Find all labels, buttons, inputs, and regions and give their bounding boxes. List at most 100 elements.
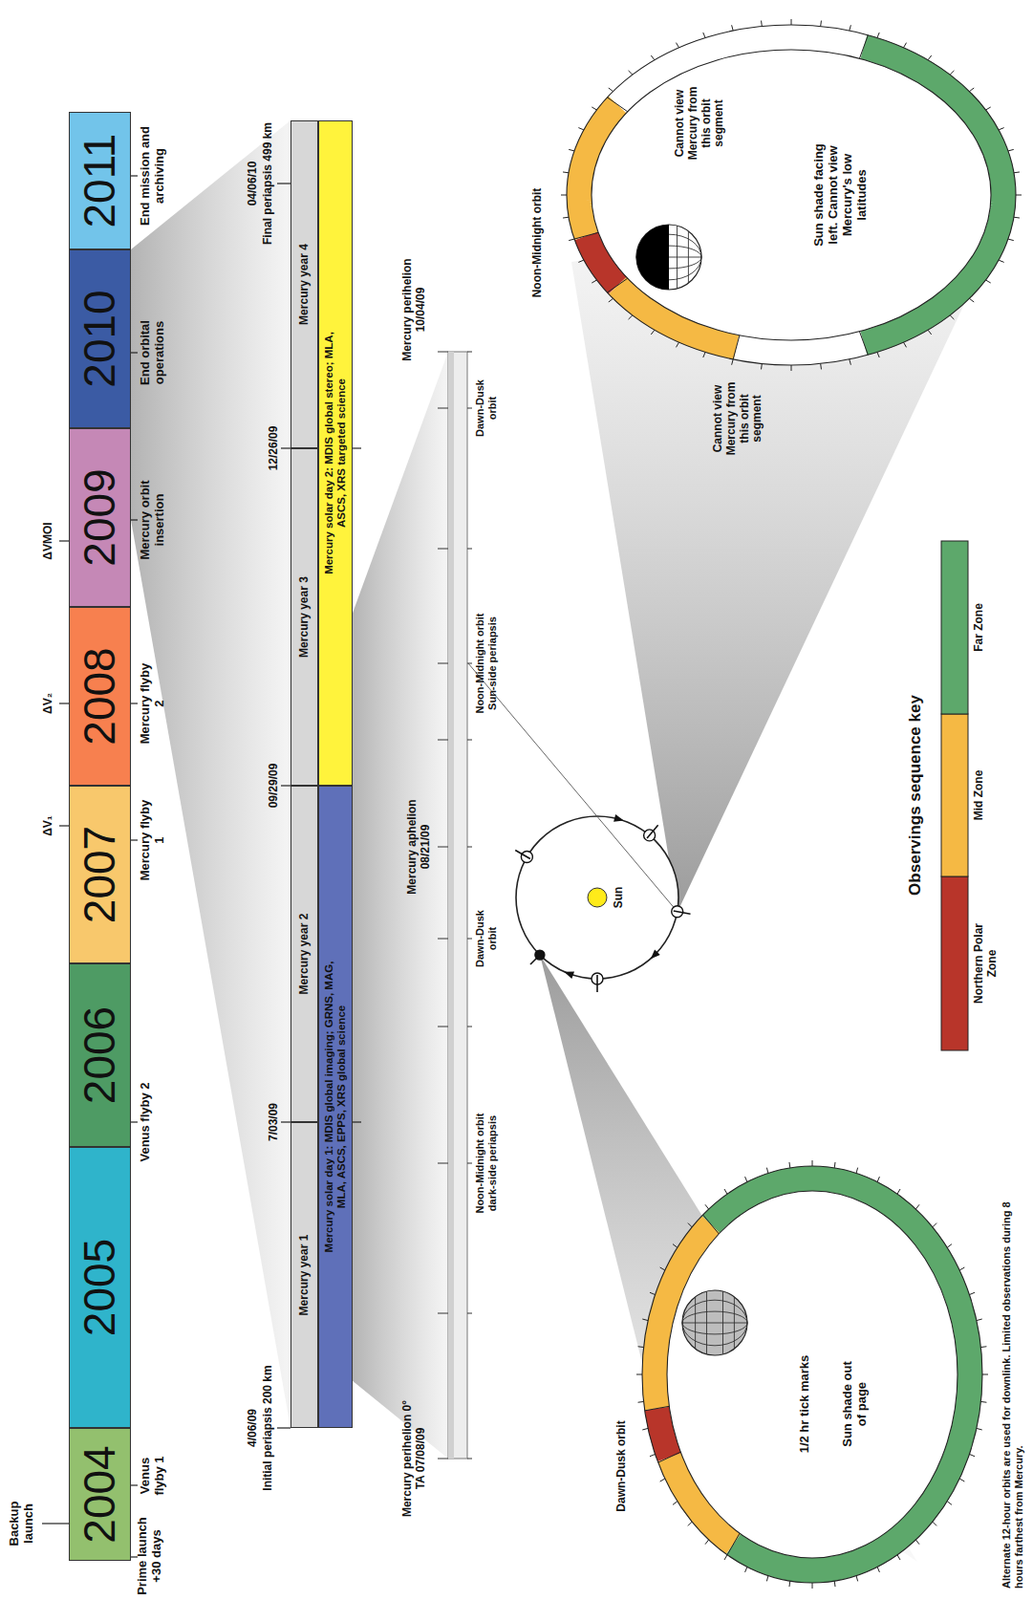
- dawn-dusk-orbit-ring: [856, 1167, 859, 1174]
- dawn-dusk-orbit-ring: [657, 1408, 670, 1458]
- annotation: Mercury flyby 1: [138, 796, 168, 883]
- noon-midnight-orbit-ring: [676, 342, 680, 347]
- orbit-timeline-bar: [437, 351, 473, 1459]
- dawn-dusk-orbit-ring: [638, 1345, 645, 1348]
- noon-midnight-orbit-ring: [819, 21, 822, 27]
- dawn-dusk-orbit-ring: [968, 1291, 975, 1294]
- year-box-text: 2005: [74, 1234, 126, 1340]
- year-box-text: 2004: [74, 1441, 126, 1547]
- annotation: Alternate 12-hour orbits are used for do…: [1000, 1186, 1025, 1589]
- dawn-dusk-orbit-ring: [642, 1165, 983, 1583]
- dawn-dusk-orbit-ring: [636, 1374, 643, 1376]
- noon-midnight-orbit-ring: [849, 359, 852, 366]
- dawn-dusk-orbit-ring: [649, 1453, 656, 1456]
- noon-midnight-orbit-ring: [903, 43, 907, 48]
- annotation: 7/03/09: [267, 1083, 281, 1161]
- orbit-timeline-bar: [437, 1312, 449, 1314]
- orbit-timeline-bar: [437, 408, 449, 409]
- noon-midnight-orbit-ring: [791, 365, 793, 371]
- mercury-globe-half-lit: [636, 224, 702, 290]
- event-tick: [130, 839, 138, 840]
- orbit-timeline-bar: [467, 1162, 473, 1164]
- annotation: Noon-Midnight orbit Sun-side periapsis: [473, 601, 498, 726]
- orbit-timeline-bar: [467, 938, 473, 940]
- noon-midnight-orbit-ring: [562, 171, 569, 173]
- noon-midnight-orbit-ring: [608, 87, 614, 92]
- noon-midnight-orbit-ring: [760, 363, 763, 369]
- noon-midnight-orbit-ring: [628, 70, 633, 75]
- dawn-dusk-orbit-ring: [688, 1223, 692, 1227]
- noon-midnight-orbit-ring: [949, 70, 954, 75]
- event-tick: [59, 824, 69, 826]
- mercury-globe: [682, 1290, 748, 1356]
- annotation: Mercury flyby 2: [138, 660, 168, 747]
- mercury-globe: [682, 1299, 748, 1346]
- dawn-dusk-orbit-ring: [672, 1501, 678, 1506]
- dawn-dusk-orbit-ring: [946, 1501, 952, 1506]
- mercury-orbit: [650, 948, 661, 959]
- noon-midnight-orbit-ring: [650, 329, 655, 335]
- noon-midnight-orbit-ring: [579, 104, 618, 236]
- event-tick: [352, 1120, 362, 1122]
- orbit-timeline-bar: [437, 938, 449, 940]
- noon-midnight-orbit-ring: [1008, 238, 1014, 241]
- annotation: Cannot view Mercury from this orbit segm…: [673, 83, 727, 164]
- noon-midnight-orbit-ring: [591, 107, 597, 110]
- orbit-timeline-bar: [437, 739, 449, 741]
- noon-midnight-orbit-ring: [1008, 149, 1014, 151]
- event-tick: [59, 539, 69, 541]
- noon-midnight-orbit-ring: [560, 19, 1022, 371]
- noon-midnight-orbit-ring: [703, 351, 706, 358]
- noon-midnight-orbit-ring: [968, 87, 974, 92]
- event-tick: [280, 784, 291, 786]
- noon-midnight-orbit-ring: [562, 216, 569, 219]
- mercury-year-cell-text: Mercury year 2: [298, 909, 312, 999]
- mercury-orbit: [468, 663, 678, 912]
- orbit-timeline-bar: [467, 846, 473, 848]
- noon-midnight-orbit-ring: [986, 107, 991, 110]
- annotation: Mercury orbit insertion: [138, 467, 168, 573]
- mercury-year-cell: Mercury year 1: [290, 1121, 319, 1428]
- orbit-timeline-bar: [437, 846, 449, 848]
- event-tick: [130, 351, 138, 353]
- mercury-orbit: [613, 814, 625, 822]
- dawn-dusk-orbit-ring: [932, 1521, 937, 1526]
- event-tick: [130, 174, 138, 176]
- dawn-dusk-orbit-ring: [812, 1582, 814, 1589]
- dawn-dusk-orbit-ring: [638, 1400, 645, 1403]
- dawn-dusk-orbit-ring: [658, 1451, 682, 1463]
- event-tick: [130, 1484, 138, 1485]
- orbit-timeline-bar: [437, 351, 449, 353]
- year-box: 2009: [68, 428, 131, 607]
- noon-midnight-orbit-ring: [568, 149, 575, 151]
- annotation: 4/06/09: [246, 1379, 260, 1476]
- event-tick: [130, 518, 138, 520]
- event-tick: [280, 1120, 291, 1122]
- dawn-dusk-orbit-ring: [812, 1160, 814, 1166]
- annotation: 04/06/10: [246, 135, 260, 232]
- mercury-year-cell: Mercury year 4: [290, 120, 319, 449]
- noon-midnight-orbit-ring: [877, 351, 880, 358]
- annotation: 12/26/09: [267, 409, 281, 487]
- year-box: 2010: [68, 249, 131, 429]
- dawn-dusk-orbit-ring: [745, 1566, 748, 1572]
- noon-midnight-orbit-ring: [617, 37, 864, 105]
- legend-swatch: [941, 876, 969, 1051]
- year-box: 2006: [68, 963, 131, 1147]
- orbit-timeline-bar: [467, 739, 473, 741]
- mercury-orbit: [673, 910, 691, 914]
- noon-midnight-orbit-ring: [566, 24, 1016, 366]
- noon-midnight-orbit-ring: [949, 315, 954, 320]
- event-tick: [277, 1426, 291, 1428]
- dawn-dusk-orbit-ring: [959, 1478, 965, 1482]
- mercury-year-cell-text: Mercury year 1: [298, 1230, 312, 1320]
- orbit-timeline-bar: [467, 548, 473, 550]
- noon-midnight-orbit-ring: [903, 342, 907, 347]
- dawn-dusk-orbit-ring: [877, 1566, 880, 1572]
- year-box: 2004: [68, 1427, 131, 1561]
- dawn-dusk-orbit-ring: [968, 1453, 975, 1456]
- mercury-year-cell-text: Mercury year 4: [298, 239, 312, 329]
- dawn-dusk-orbit-ring: [703, 1214, 720, 1234]
- noon-midnight-orbit-ring: [760, 21, 763, 27]
- noon-midnight-orbit-ring: [986, 279, 991, 283]
